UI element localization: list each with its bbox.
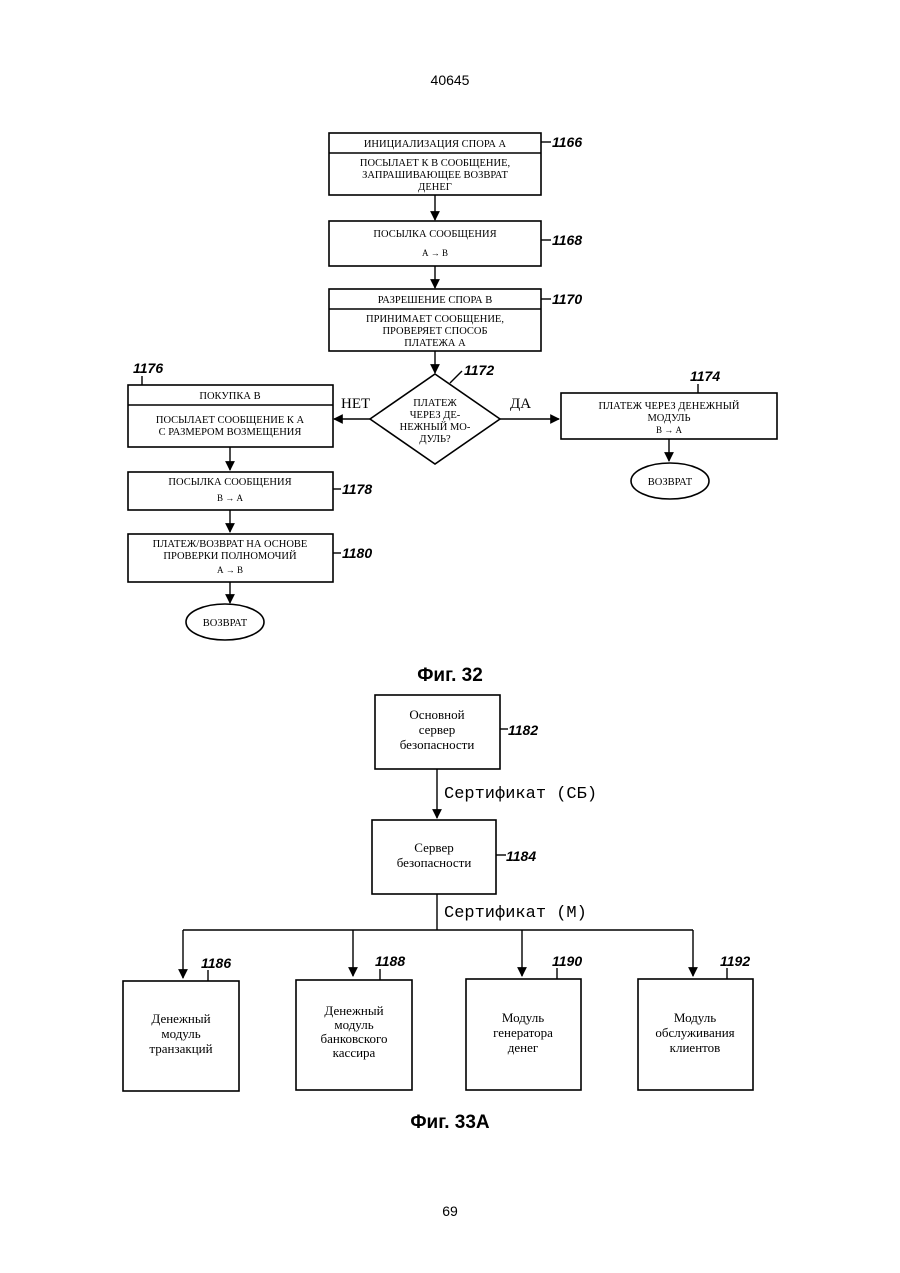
node-1184-line1: Сервер [414,840,453,855]
node-1182-line1: Основной [409,707,464,722]
ref-1174: 1174 [690,368,720,384]
fig33a-caption: Фиг. 33А [410,1112,490,1133]
ref-1178: 1178 [342,481,372,497]
node-1166-line1: ПОСЫЛАЕТ К В СООБЩЕНИЕ, [360,158,510,169]
node-1186-line1: Денежный [151,1011,210,1026]
node-1182-line2: сервер [419,722,456,737]
fig32-caption: Фиг. 32 [417,665,483,686]
return-1174-label: ВОЗВРАТ [648,477,693,488]
return-terminal-1174: ВОЗВРАТ [631,463,709,499]
node-1188-line3: банковского [321,1031,388,1046]
node-1192-line1: Модуль [674,1010,716,1025]
no-label: НЕТ [341,396,370,412]
ref-1180: 1180 [342,545,372,561]
node-1186: Денежный модуль транзакций 1186 [123,955,239,1091]
ref-1166: 1166 [552,134,582,150]
node-1178-sub: В → А [217,493,244,503]
node-1172-line3: НЕЖНЫЙ МО- [400,421,471,433]
node-1184: Сервер безопасности 1184 [372,820,536,894]
ref-1184: 1184 [506,848,536,864]
ref-1186: 1186 [201,955,231,971]
node-1180: ПЛАТЕЖ/ВОЗВРАТ НА ОСНОВЕ ПРОВЕРКИ ПОЛНОМ… [128,534,372,582]
node-1168-sub: А → В [422,248,448,258]
ref-1170: 1170 [552,291,582,307]
node-1168: ПОСЫЛКА СООБЩЕНИЯ А → В 1168 [329,221,582,266]
page-number: 69 [442,1203,458,1219]
ref-1168: 1168 [552,232,582,248]
node-1168-title: ПОСЫЛКА СООБЩЕНИЯ [373,229,496,240]
node-1178: ПОСЫЛКА СООБЩЕНИЯ В → А 1178 [128,472,372,510]
node-1166: ИНИЦИАЛИЗАЦИЯ СПОРА А ПОСЫЛАЕТ К В СООБЩ… [329,133,582,195]
ref-1182: 1182 [508,722,538,738]
ref-1192: 1192 [720,953,750,969]
edge-label-cert-sb: Сертификат (СБ) [444,785,597,804]
node-1170: РАЗРЕШЕНИЕ СПОРА В ПРИНИМАЕТ СООБЩЕНИЕ, … [329,289,582,351]
node-1172-line2: ЧЕРЕЗ ДЕ- [410,410,461,421]
node-1186-line2: модуль [161,1026,200,1041]
ref-1172: 1172 [464,362,494,378]
node-1182: Основной сервер безопасности 1182 [375,695,538,769]
node-1170-title: РАЗРЕШЕНИЕ СПОРА В [378,295,492,306]
node-1174-sub: В → А [656,425,683,435]
node-1170-line2: ПРОВЕРЯЕТ СПОСОБ [382,326,487,337]
node-1188-line4: кассира [333,1045,376,1060]
node-1174: ПЛАТЕЖ ЧЕРЕЗ ДЕНЕЖНЫЙ МОДУЛЬ В → А 1174 [561,368,777,439]
node-1192-line2: обслуживания [655,1025,734,1040]
ref-1176: 1176 [133,360,163,376]
node-1180-sub: А → В [217,565,243,575]
node-1178-title: ПОСЫЛКА СООБЩЕНИЯ [168,477,291,488]
node-1190-line1: Модуль [502,1010,544,1025]
node-1166-line3: ДЕНЕГ [418,182,452,193]
ref-1188: 1188 [375,953,405,969]
node-1176: ПОКУПКА В ПОСЫЛАЕТ СООБЩЕНИЕ К А С РАЗМЕ… [128,360,333,447]
node-1166-title: ИНИЦИАЛИЗАЦИЯ СПОРА А [364,139,507,150]
return-1180-label: ВОЗВРАТ [203,618,248,629]
node-1190-line3: денег [508,1040,538,1055]
node-1190-line2: генератора [493,1025,553,1040]
yes-label: ДА [510,396,531,412]
node-1188-line2: модуль [334,1017,373,1032]
node-1192-line3: клиентов [670,1040,721,1055]
ref-1190: 1190 [552,953,582,969]
node-1180-line1: ПЛАТЕЖ/ВОЗВРАТ НА ОСНОВЕ [153,539,308,550]
node-1190: Модуль генератора денег 1190 [466,953,582,1090]
node-1172-line1: ПЛАТЕЖ [413,398,457,409]
node-1180-line2: ПРОВЕРКИ ПОЛНОМОЧИЙ [163,550,297,562]
edge-label-cert-m: Сертификат (М) [444,904,587,923]
node-1172-line4: ДУЛЬ? [419,434,451,445]
node-1176-line1: ПОСЫЛАЕТ СООБЩЕНИЕ К А [156,415,305,426]
node-1172-decision: ПЛАТЕЖ ЧЕРЕЗ ДЕ- НЕЖНЫЙ МО- ДУЛЬ? 1172 [370,362,500,464]
return-terminal-1180: ВОЗВРАТ [186,604,264,640]
node-1170-line1: ПРИНИМАЕТ СООБЩЕНИЕ, [366,314,504,325]
node-1188: Денежный модуль банковского кассира 1188 [296,953,412,1090]
node-1184-line2: безопасности [397,855,472,870]
node-1174-line2: МОДУЛЬ [647,413,690,424]
node-1166-line2: ЗАПРАШИВАЮЩЕЕ ВОЗВРАТ [362,170,508,181]
node-1182-line3: безопасности [400,737,475,752]
node-1176-line2: С РАЗМЕРОМ ВОЗМЕЩЕНИЯ [159,427,302,438]
node-1176-title: ПОКУПКА В [199,391,260,402]
node-1188-line1: Денежный [324,1003,383,1018]
node-1174-line1: ПЛАТЕЖ ЧЕРЕЗ ДЕНЕЖНЫЙ [598,400,739,412]
doc-number: 40645 [431,72,470,88]
node-1186-line3: транзакций [149,1041,212,1056]
node-1192: Модуль обслуживания клиентов 1192 [638,953,753,1090]
node-1170-line3: ПЛАТЕЖА А [404,338,466,349]
